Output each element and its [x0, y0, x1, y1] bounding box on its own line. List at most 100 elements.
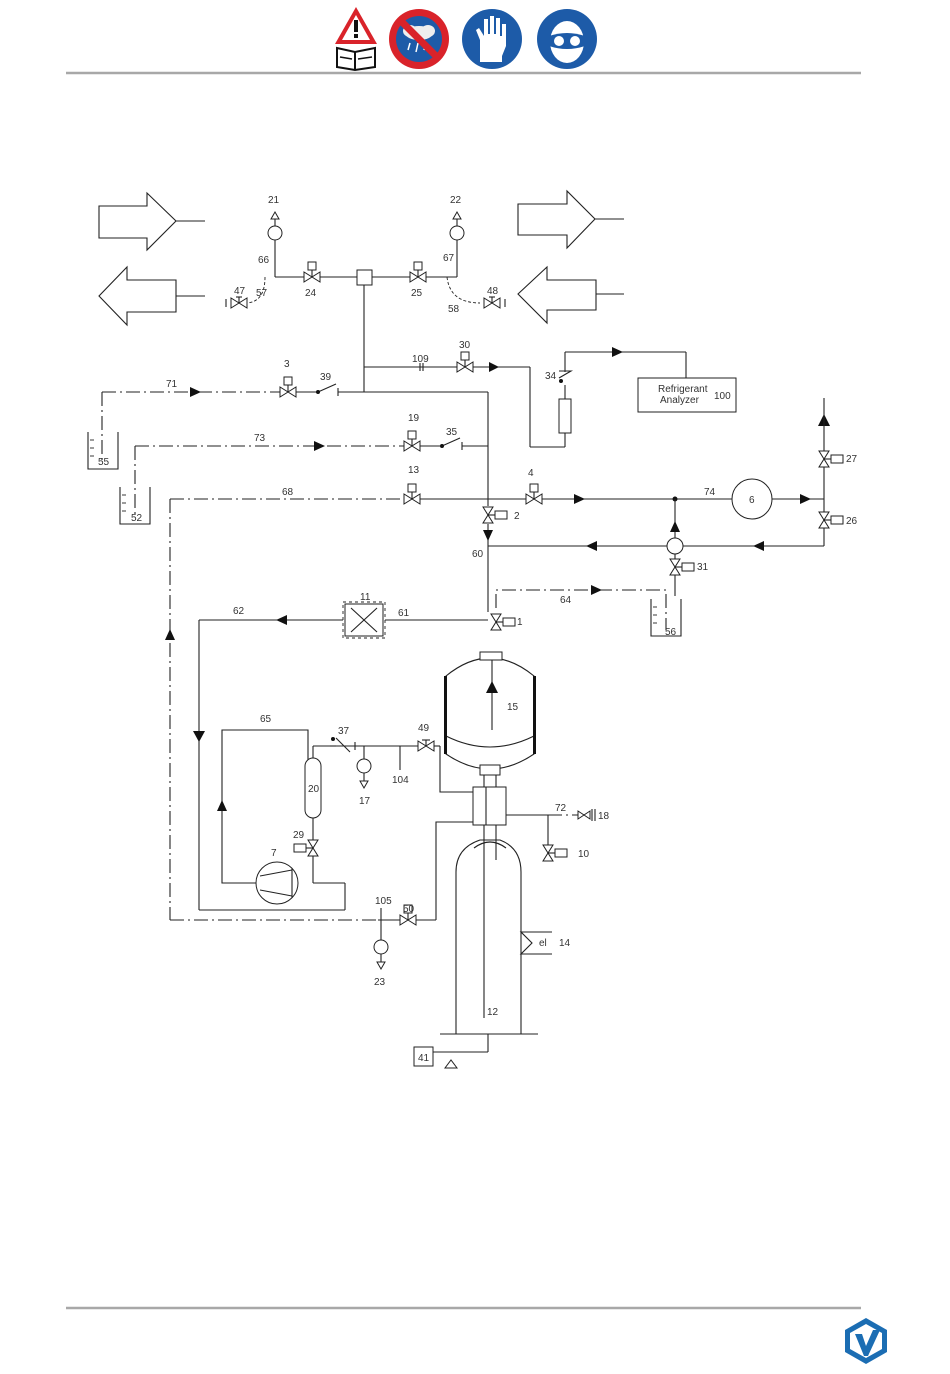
no-rain-exposure-icon [389, 9, 449, 69]
label-23: 23 [374, 977, 386, 988]
flow-arrow-left-out [99, 267, 205, 325]
label-1: 1 [517, 617, 523, 628]
valve-29[interactable] [294, 840, 318, 856]
vessel-15 [444, 652, 536, 787]
label-4: 4 [528, 468, 534, 479]
label-48: 48 [487, 286, 499, 297]
valve-18[interactable] [578, 809, 595, 821]
label-56: 56 [665, 627, 677, 638]
flow-arrow-left-in [99, 193, 205, 250]
line-73 [135, 438, 488, 514]
line-65 [217, 730, 308, 883]
valve-31[interactable] [670, 559, 694, 575]
label-13: 13 [408, 465, 420, 476]
label-7: 7 [271, 848, 277, 859]
line-61-62 [193, 615, 488, 910]
top-manifold [245, 212, 480, 392]
label-14: 14 [559, 938, 571, 949]
label-el: el [539, 938, 547, 949]
label-47: 47 [234, 286, 246, 297]
label-31: 31 [697, 562, 709, 573]
label-60: 60 [472, 549, 484, 560]
label-52: 52 [131, 513, 143, 524]
label-55: 55 [98, 457, 110, 468]
label-72: 72 [555, 803, 567, 814]
label-analyzer-1: Refrigerant [658, 384, 708, 395]
brand-logo-icon [845, 1318, 887, 1364]
valve-1[interactable] [491, 614, 515, 630]
label-39: 39 [320, 372, 332, 383]
flow-arrow-right-out [518, 267, 624, 323]
valve-25[interactable] [410, 262, 426, 282]
label-12: 12 [487, 1007, 499, 1018]
line-105 [374, 908, 436, 969]
label-27: 27 [846, 454, 858, 465]
label-41: 41 [418, 1053, 430, 1064]
label-104: 104 [392, 775, 409, 786]
label-68: 68 [282, 487, 294, 498]
label-17: 17 [359, 796, 371, 807]
label-3: 3 [284, 359, 290, 370]
wear-goggles-icon [537, 9, 597, 69]
label-20: 20 [308, 784, 320, 795]
label-49: 49 [418, 723, 430, 734]
main-vertical-line [483, 392, 824, 612]
read-manual-warning-icon [335, 7, 377, 70]
label-10: 10 [578, 849, 590, 860]
label-11: 11 [360, 592, 371, 603]
diagram-labels: 21 22 66 67 47 57 24 25 48 58 30 109 3 3… [98, 195, 858, 1064]
line-68 [165, 494, 824, 920]
label-62: 62 [233, 606, 245, 617]
wear-gloves-icon [462, 9, 522, 69]
label-65: 65 [260, 714, 272, 725]
valve-10[interactable] [543, 815, 567, 861]
label-37: 37 [338, 726, 350, 737]
label-18: 18 [598, 811, 610, 822]
label-100: 100 [714, 391, 731, 402]
label-24: 24 [305, 288, 317, 299]
label-58: 58 [448, 304, 460, 315]
cylinder-12 [414, 825, 538, 1068]
label-105: 105 [375, 896, 392, 907]
filter-11 [343, 602, 385, 638]
label-67: 67 [443, 253, 455, 264]
pump-7 [256, 862, 298, 904]
separator-20 [305, 737, 335, 883]
label-21: 21 [268, 195, 280, 206]
label-74: 74 [704, 487, 716, 498]
valve-30[interactable] [457, 352, 473, 372]
label-109: 109 [412, 354, 429, 365]
label-25: 25 [411, 288, 423, 299]
label-29: 29 [293, 830, 305, 841]
valve-48[interactable] [484, 297, 505, 308]
valve-3[interactable] [280, 377, 296, 397]
label-2: 2 [514, 511, 520, 522]
label-15: 15 [507, 702, 519, 713]
valve-49[interactable] [418, 740, 434, 751]
valve-26[interactable] [819, 512, 843, 528]
label-66: 66 [258, 255, 270, 266]
label-57: 57 [256, 288, 268, 299]
valve-24[interactable] [304, 262, 320, 282]
label-34: 34 [545, 371, 557, 382]
heater-14 [521, 932, 552, 954]
pump-6 [732, 398, 830, 546]
label-6: 6 [749, 495, 755, 506]
valve-27[interactable] [819, 451, 843, 467]
valve-13[interactable] [404, 484, 420, 504]
label-analyzer-2: Analyzer [660, 395, 700, 406]
label-19: 19 [408, 413, 420, 424]
label-50: 50 [403, 904, 415, 915]
label-73: 73 [254, 433, 266, 444]
valve-2[interactable] [483, 507, 507, 523]
valve-4[interactable] [526, 484, 542, 504]
label-26: 26 [846, 516, 858, 527]
valve-47[interactable] [226, 297, 247, 308]
filter-31-branch [667, 499, 683, 596]
label-64: 64 [560, 595, 572, 606]
label-61: 61 [398, 608, 410, 619]
label-30: 30 [459, 340, 471, 351]
valve-19[interactable] [404, 431, 420, 451]
